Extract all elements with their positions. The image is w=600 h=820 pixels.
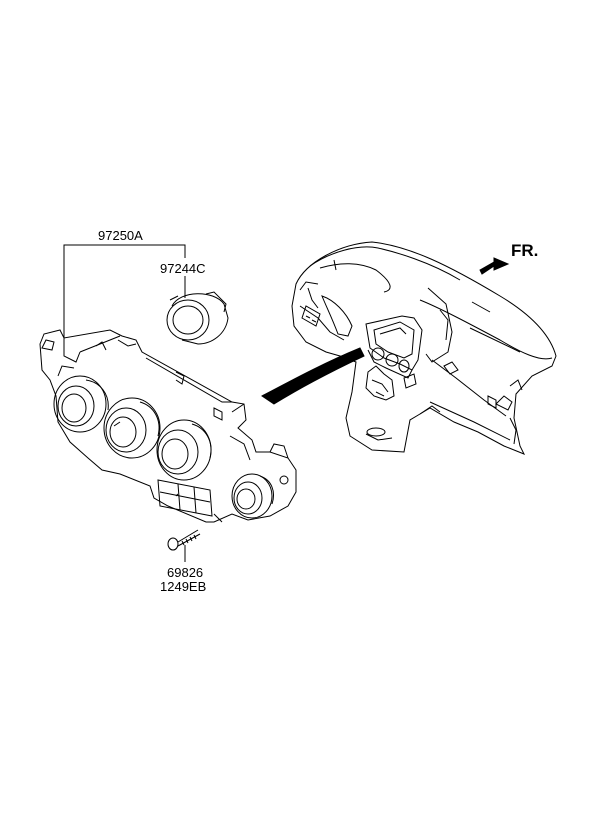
dashboard-illustration (292, 242, 556, 454)
label-1249eb: 1249EB (160, 579, 207, 594)
part-97250a-control-unit (40, 330, 296, 522)
label-97244c: 97244C (160, 261, 206, 276)
front-direction-arrow (480, 258, 508, 274)
front-direction-label: FR. (511, 241, 539, 260)
part-screw (168, 530, 200, 550)
label-97250a: 97250A (98, 228, 143, 243)
part-97244c-ring (167, 292, 228, 344)
label-69826: 69826 (167, 565, 204, 580)
leader-97250A (64, 245, 185, 338)
leader-lines (64, 245, 185, 562)
pointer-arrow (262, 348, 364, 404)
